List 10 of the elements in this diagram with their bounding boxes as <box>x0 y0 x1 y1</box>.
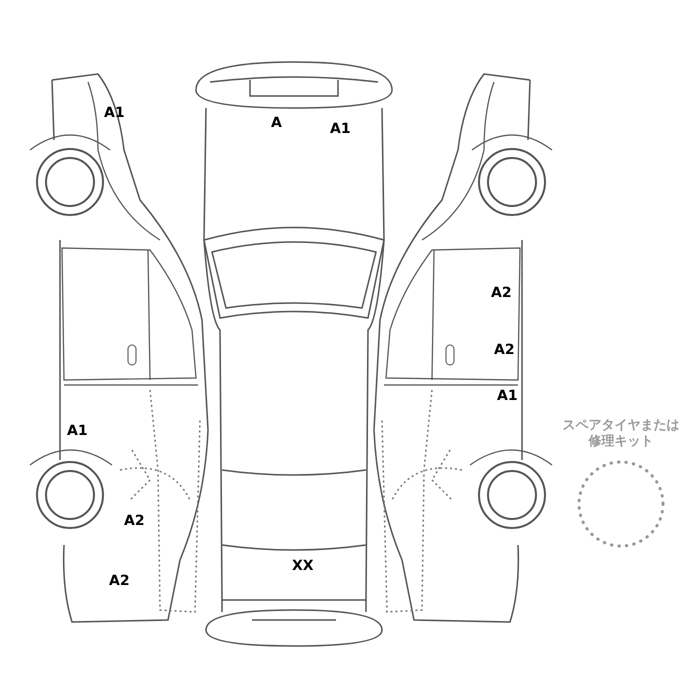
damage-code: A1 <box>67 424 88 438</box>
damage-code: A1 <box>330 122 351 136</box>
note-text: スペアタイヤまたは修理キット <box>562 418 680 450</box>
damage-code: A2 <box>124 514 145 528</box>
damage-code: A1 <box>497 389 518 403</box>
damage-code: XX <box>292 559 314 573</box>
damage-code: A2 <box>494 343 515 357</box>
damage-code: A2 <box>491 286 512 300</box>
damage-code: A <box>271 116 282 130</box>
damage-code: A2 <box>109 574 130 588</box>
